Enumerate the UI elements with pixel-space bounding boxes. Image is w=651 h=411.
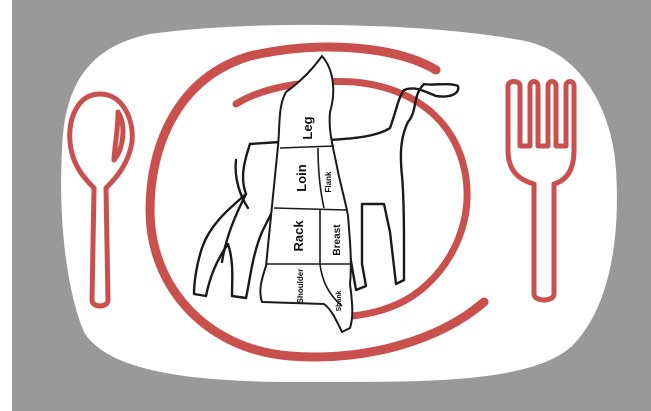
label-shank: Shank — [336, 290, 343, 311]
label-leg: Leg — [300, 116, 315, 139]
label-rack: Rack — [291, 220, 306, 252]
label-breast: Breast — [332, 224, 343, 256]
label-flank: Flank — [324, 171, 333, 192]
label-shoulder: Shoulder — [296, 269, 305, 304]
label-loin: Loin — [294, 164, 309, 191]
